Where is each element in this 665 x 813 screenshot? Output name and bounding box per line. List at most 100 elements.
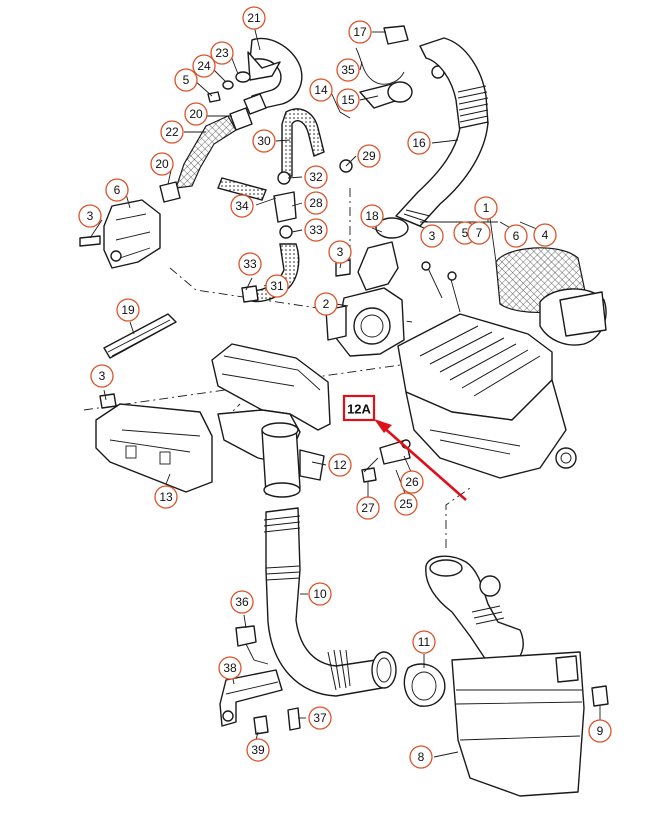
- callout-4: 4: [533, 223, 557, 247]
- highlight-box-12a: [342, 394, 376, 422]
- callout-7: 7: [467, 221, 491, 245]
- callout-11: 11: [412, 630, 436, 654]
- callout-circle: [230, 590, 254, 614]
- callout-number: 24: [197, 59, 211, 73]
- callout-number: 6: [114, 183, 121, 197]
- callout-number: 38: [223, 661, 237, 675]
- callout-number: 11: [418, 635, 431, 649]
- callout-circle: [242, 6, 266, 30]
- callout-18: 18: [360, 204, 384, 228]
- callout-number: 3: [99, 369, 106, 383]
- callout-number: 27: [361, 501, 375, 515]
- callout-number: 31: [270, 279, 284, 293]
- callout-3: 3: [420, 224, 444, 248]
- callout-circle: [210, 41, 234, 65]
- callout-number: 21: [247, 11, 261, 25]
- callout-6: 6: [105, 178, 129, 202]
- callout-number: 5: [462, 226, 469, 240]
- callout-circle: [218, 656, 242, 680]
- callout-37: 37: [308, 706, 332, 730]
- callout-circle: [174, 68, 198, 92]
- callout-circle: [105, 178, 129, 202]
- callout-number: 19: [121, 303, 135, 317]
- callout-circle: [304, 218, 328, 242]
- intake-housing-part-2: [325, 241, 405, 357]
- callout-number: 5: [183, 73, 190, 87]
- callout-number: 18: [365, 209, 379, 223]
- callout-circle: [252, 129, 276, 153]
- callout-circle: [357, 144, 381, 168]
- callout-number: 23: [215, 46, 229, 60]
- callout-number: 12: [333, 458, 347, 472]
- callout-circle: [588, 719, 612, 743]
- callout-29: 29: [357, 144, 381, 168]
- callout-number: 37: [313, 711, 327, 725]
- callout-number: 17: [353, 25, 367, 39]
- callout-6: 6: [504, 224, 528, 248]
- upper-left-hose-assembly: [159, 37, 303, 203]
- callout-circle: [150, 152, 174, 176]
- callout-number: 3: [87, 209, 94, 223]
- callout-14: 14: [309, 78, 333, 102]
- callout-circle: [308, 582, 332, 606]
- callout-38: 38: [218, 656, 242, 680]
- callout-23: 23: [210, 41, 234, 65]
- callout-circle: [116, 298, 140, 322]
- callout-32: 32: [304, 165, 328, 189]
- callout-circle: [394, 492, 418, 516]
- callout-circle: [78, 204, 102, 228]
- callout-circle: [90, 364, 114, 388]
- callout-number: 33: [309, 223, 323, 237]
- callout-circle: [474, 196, 498, 220]
- callout-circle: [412, 630, 436, 654]
- red-arrow-head: [374, 419, 392, 433]
- callout-number: 33: [243, 257, 257, 271]
- callout-22: 22: [160, 120, 184, 144]
- callout-circle: [533, 223, 557, 247]
- callout-2: 2: [314, 292, 338, 316]
- hose-clamp-11: [403, 663, 446, 707]
- callout-13: 13: [154, 485, 178, 509]
- highlighted-part-label: 12A: [342, 394, 467, 501]
- callout-circle: [360, 204, 384, 228]
- callout-circle: [238, 252, 262, 276]
- callout-circle: [356, 496, 380, 520]
- callout-circle: [409, 745, 433, 769]
- callout-number: 1: [483, 201, 490, 215]
- callout-circle: [314, 292, 338, 316]
- callout-35: 35: [336, 58, 360, 82]
- callout-circle: [420, 224, 444, 248]
- callout-circle: [328, 240, 352, 264]
- callout-circle: [246, 738, 270, 762]
- callout-circle: [467, 221, 491, 245]
- callout-3: 3: [90, 364, 114, 388]
- callout-number: 32: [309, 170, 323, 184]
- callout-36: 36: [230, 590, 254, 614]
- callout-16: 16: [407, 131, 431, 155]
- callout-number: 20: [189, 107, 203, 121]
- callout-circle: [230, 194, 254, 218]
- callout-9: 9: [588, 719, 612, 743]
- left-bracket-part: [79, 199, 161, 269]
- callout-number: 34: [235, 199, 249, 213]
- callout-number: 20: [155, 157, 169, 171]
- callout-number: 7: [476, 226, 483, 240]
- callout-30: 30: [252, 129, 276, 153]
- callout-8: 8: [409, 745, 433, 769]
- callout-number: 13: [159, 490, 173, 504]
- callout-circle: [328, 453, 352, 477]
- callout-number: 28: [309, 196, 323, 210]
- callout-number: 10: [313, 587, 327, 601]
- callout-26: 26: [400, 470, 424, 494]
- callout-28: 28: [304, 191, 328, 215]
- callout-circle: [154, 485, 178, 509]
- callout-circle: [192, 54, 216, 78]
- callout-20: 20: [150, 152, 174, 176]
- callout-number: 22: [165, 125, 179, 139]
- resonator-box-8: [425, 555, 609, 797]
- callout-number: 30: [257, 134, 271, 148]
- callout-circle: [336, 88, 360, 112]
- callout-12: 12: [328, 453, 352, 477]
- callout-25: 25: [394, 492, 418, 516]
